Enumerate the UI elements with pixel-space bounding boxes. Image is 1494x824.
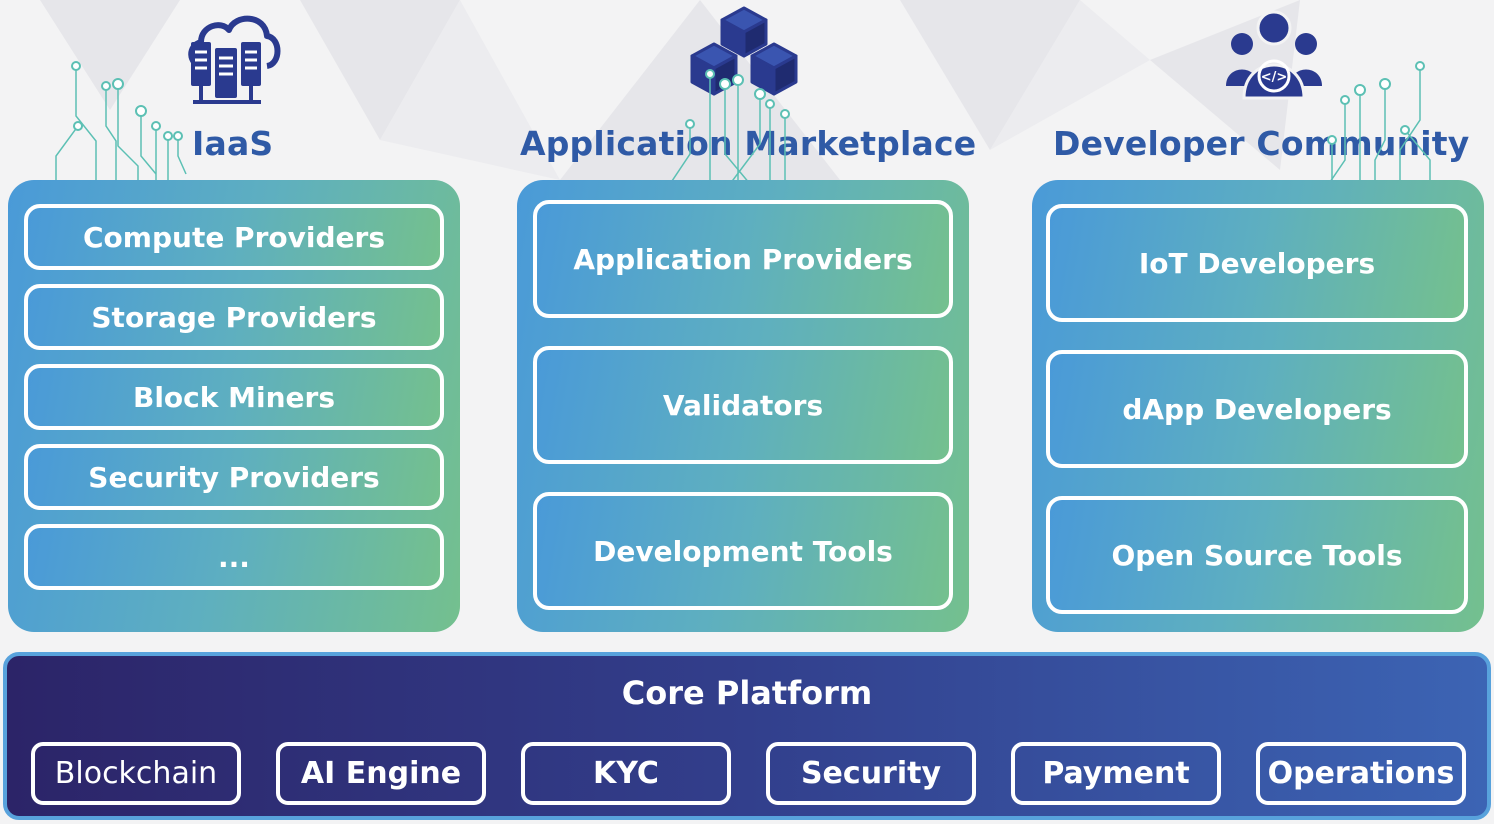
iaas-panel: Compute Providers Storage Providers Bloc… — [8, 180, 460, 632]
core-item-kyc: KYC — [521, 742, 731, 805]
core-item-operations: Operations — [1256, 742, 1466, 805]
item-application-providers: Application Providers — [533, 200, 953, 318]
cubes-icon — [690, 6, 798, 96]
item-open-source-tools: Open Source Tools — [1046, 496, 1468, 614]
application-marketplace-panel: Application Providers Validators Develop… — [517, 180, 969, 632]
developer-group-icon: </> — [1226, 10, 1322, 100]
heading-iaas: IaaS — [192, 124, 274, 163]
item-compute-providers: Compute Providers — [24, 204, 444, 270]
item-security-providers: Security Providers — [24, 444, 444, 510]
circuit-decoration-marketplace — [670, 69, 790, 184]
core-item-security: Security — [766, 742, 976, 805]
circuit-decoration-developer — [1327, 61, 1431, 182]
heading-application-marketplace: Application Marketplace — [520, 124, 977, 163]
core-item-ai-engine: AI Engine — [276, 742, 486, 805]
item-block-miners: Block Miners — [24, 364, 444, 430]
item-development-tools: Development Tools — [533, 492, 953, 610]
core-item-blockchain: Blockchain — [31, 742, 241, 805]
item-validators: Validators — [533, 346, 953, 464]
core-platform-title: Core Platform — [621, 674, 873, 712]
item-dapp-developers: dApp Developers — [1046, 350, 1468, 468]
circuit-decoration-iaas — [55, 61, 187, 184]
developer-community-panel: IoT Developers dApp Developers Open Sour… — [1032, 180, 1484, 632]
item-iot-developers: IoT Developers — [1046, 204, 1468, 322]
core-item-payment: Payment — [1011, 742, 1221, 805]
item-storage-providers: Storage Providers — [24, 284, 444, 350]
svg-text:</>: </> — [1261, 70, 1288, 85]
cloud-server-icon — [188, 15, 281, 104]
core-platform-panel: Core Platform Blockchain AI Engine KYC S… — [3, 652, 1491, 820]
item-more: ... — [24, 524, 444, 590]
